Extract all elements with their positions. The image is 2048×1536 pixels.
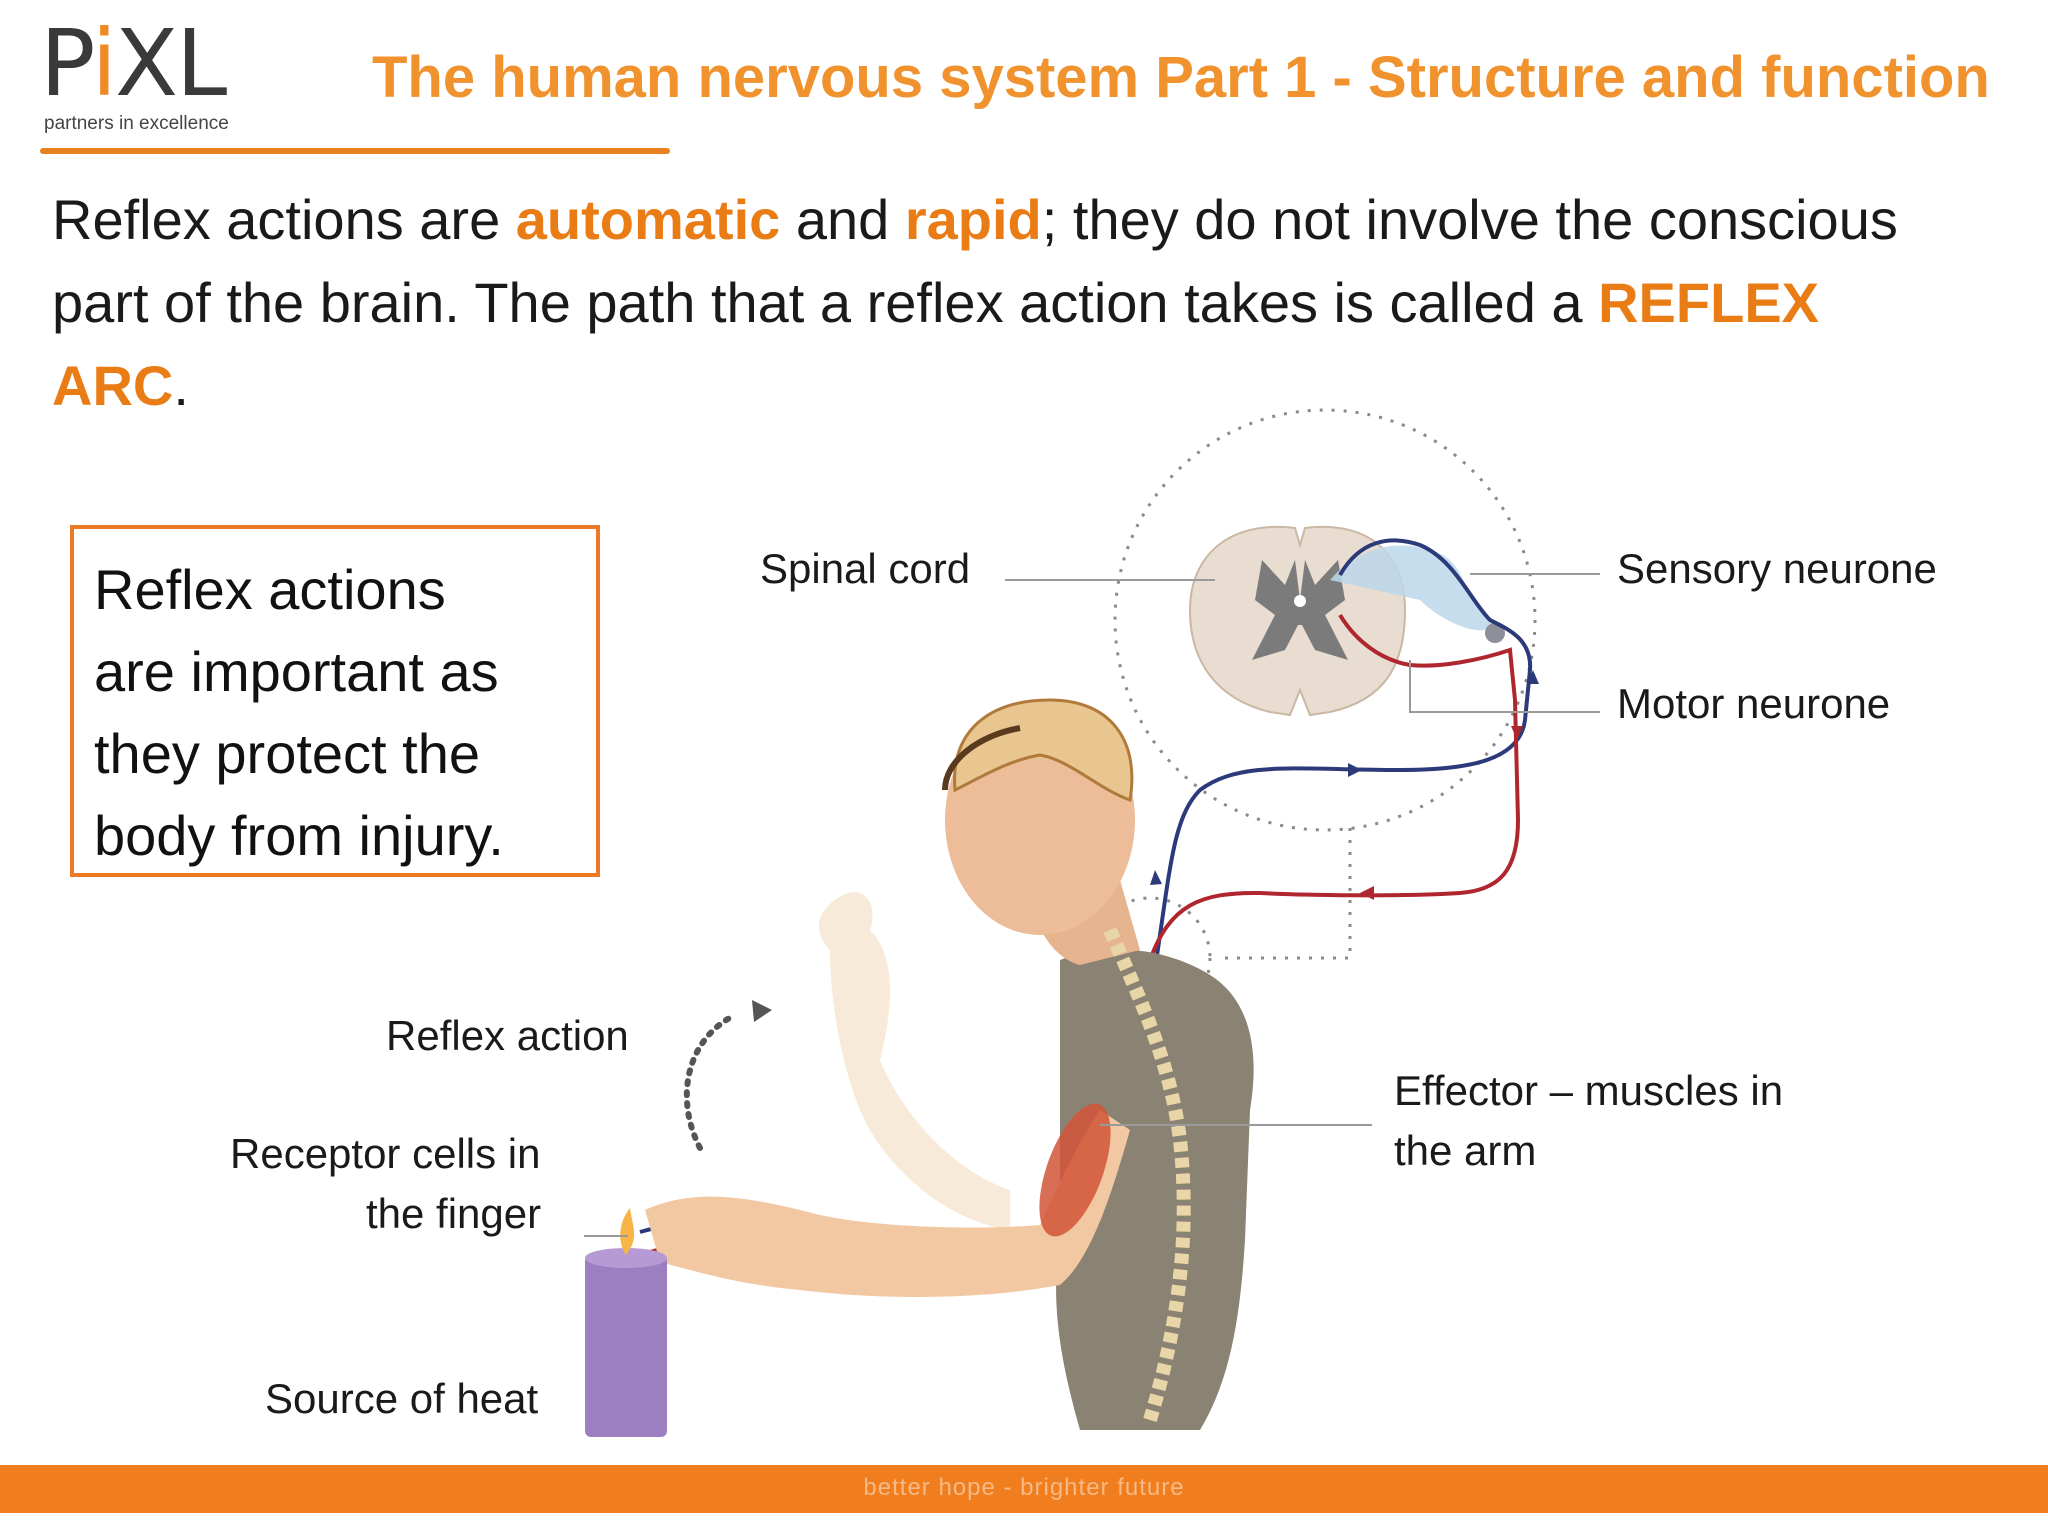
callout-box: Reflex actions are important as they pro… (70, 525, 600, 877)
candle-heat-source (585, 1208, 667, 1437)
label-reflex-action: Reflex action (386, 1012, 629, 1059)
logo-letter-p: P (40, 10, 93, 117)
motor-neurone-leader (1409, 660, 1600, 713)
reflex-action-arrow (683, 1012, 738, 1151)
zoom-circle (1113, 408, 1537, 832)
label-spinal-cord: Spinal cord (760, 545, 971, 592)
logo-tagline: partners in excellence (44, 113, 229, 134)
intro-text-1: Reflex actions are (52, 188, 516, 251)
label-effector-line-2: the arm (1394, 1127, 1537, 1174)
intro-highlight-automatic: automatic (515, 188, 781, 251)
intro-text-3: ; they do not involve the conscious part… (52, 188, 1898, 334)
footer-slogan: better hope - brighter future (863, 1474, 1185, 1501)
intro-highlight-reflex-arc: REFLEX ARC (52, 271, 1820, 417)
intro-text-2: and (780, 188, 905, 251)
label-receptor-line-2: the finger (366, 1190, 542, 1237)
logo-letters-xl: XL (115, 10, 227, 117)
sensory-arrow-3 (1527, 670, 1539, 684)
label-sensory-neurone: Sensory neurone (1617, 545, 1937, 592)
logo-letter-i: i (91, 10, 117, 117)
intro-paragraph: Reflex actions are automatic and rapid; … (52, 178, 1952, 427)
sensory-arrow-1 (1348, 763, 1362, 777)
sensory-arrow-2 (1150, 870, 1162, 885)
header-rule (40, 148, 670, 154)
intro-text-4: . (173, 354, 189, 417)
intro-highlight-rapid: rapid (904, 188, 1042, 251)
motor-arrow-1 (1511, 726, 1523, 740)
label-motor-neurone: Motor neurone (1617, 680, 1891, 727)
reflex-action-arrowhead (752, 1000, 772, 1022)
footer-bar (0, 1465, 2048, 1513)
person-illustration (645, 698, 1254, 1430)
zoom-origin-circle (1088, 896, 1212, 1020)
pixl-logo: PiXL (40, 18, 227, 110)
page-title: The human nervous system Part 1 - Struct… (372, 45, 1990, 110)
label-receptor-line-1: Receptor cells in (230, 1130, 541, 1177)
motor-arrow-2 (1360, 886, 1374, 900)
label-source-of-heat: Source of heat (265, 1375, 539, 1422)
spinal-cord-section (1188, 525, 1505, 717)
callout-text: Reflex actions are important as they pro… (94, 558, 504, 867)
label-effector-line-1: Effector – muscles in (1394, 1067, 1784, 1114)
